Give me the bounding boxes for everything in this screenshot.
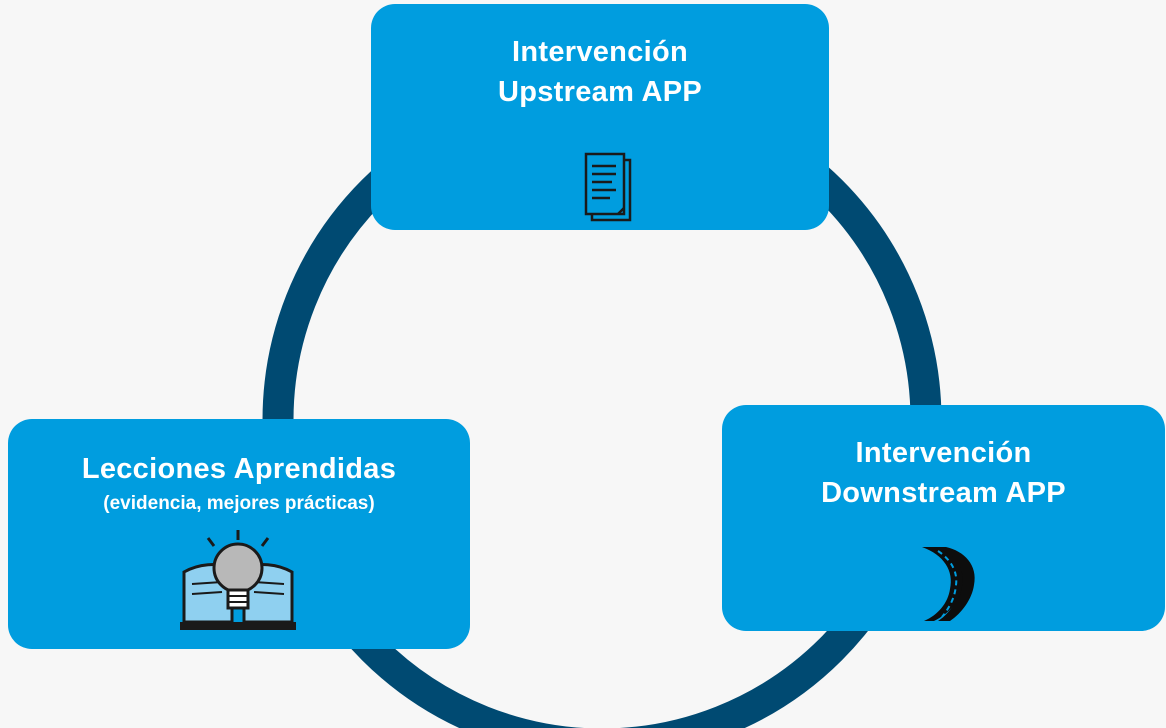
road-icon	[922, 547, 975, 621]
document-icon	[584, 152, 632, 222]
lightbulb-book-icon	[180, 530, 296, 630]
downstream-intervention-box: Intervención Downstream APP	[722, 405, 1165, 631]
lessons-subtitle: (evidencia, mejores prácticas)	[103, 493, 375, 514]
upstream-intervention-box: Intervención Upstream APP	[371, 4, 829, 230]
lessons-title: Lecciones Aprendidas	[81, 453, 397, 485]
downstream-title-line1: Intervención	[855, 437, 1032, 469]
upstream-title-line2: Upstream APP	[498, 76, 702, 108]
downstream-title-line2: Downstream APP	[821, 477, 1066, 509]
upstream-title-line1: Intervención	[511, 36, 689, 68]
